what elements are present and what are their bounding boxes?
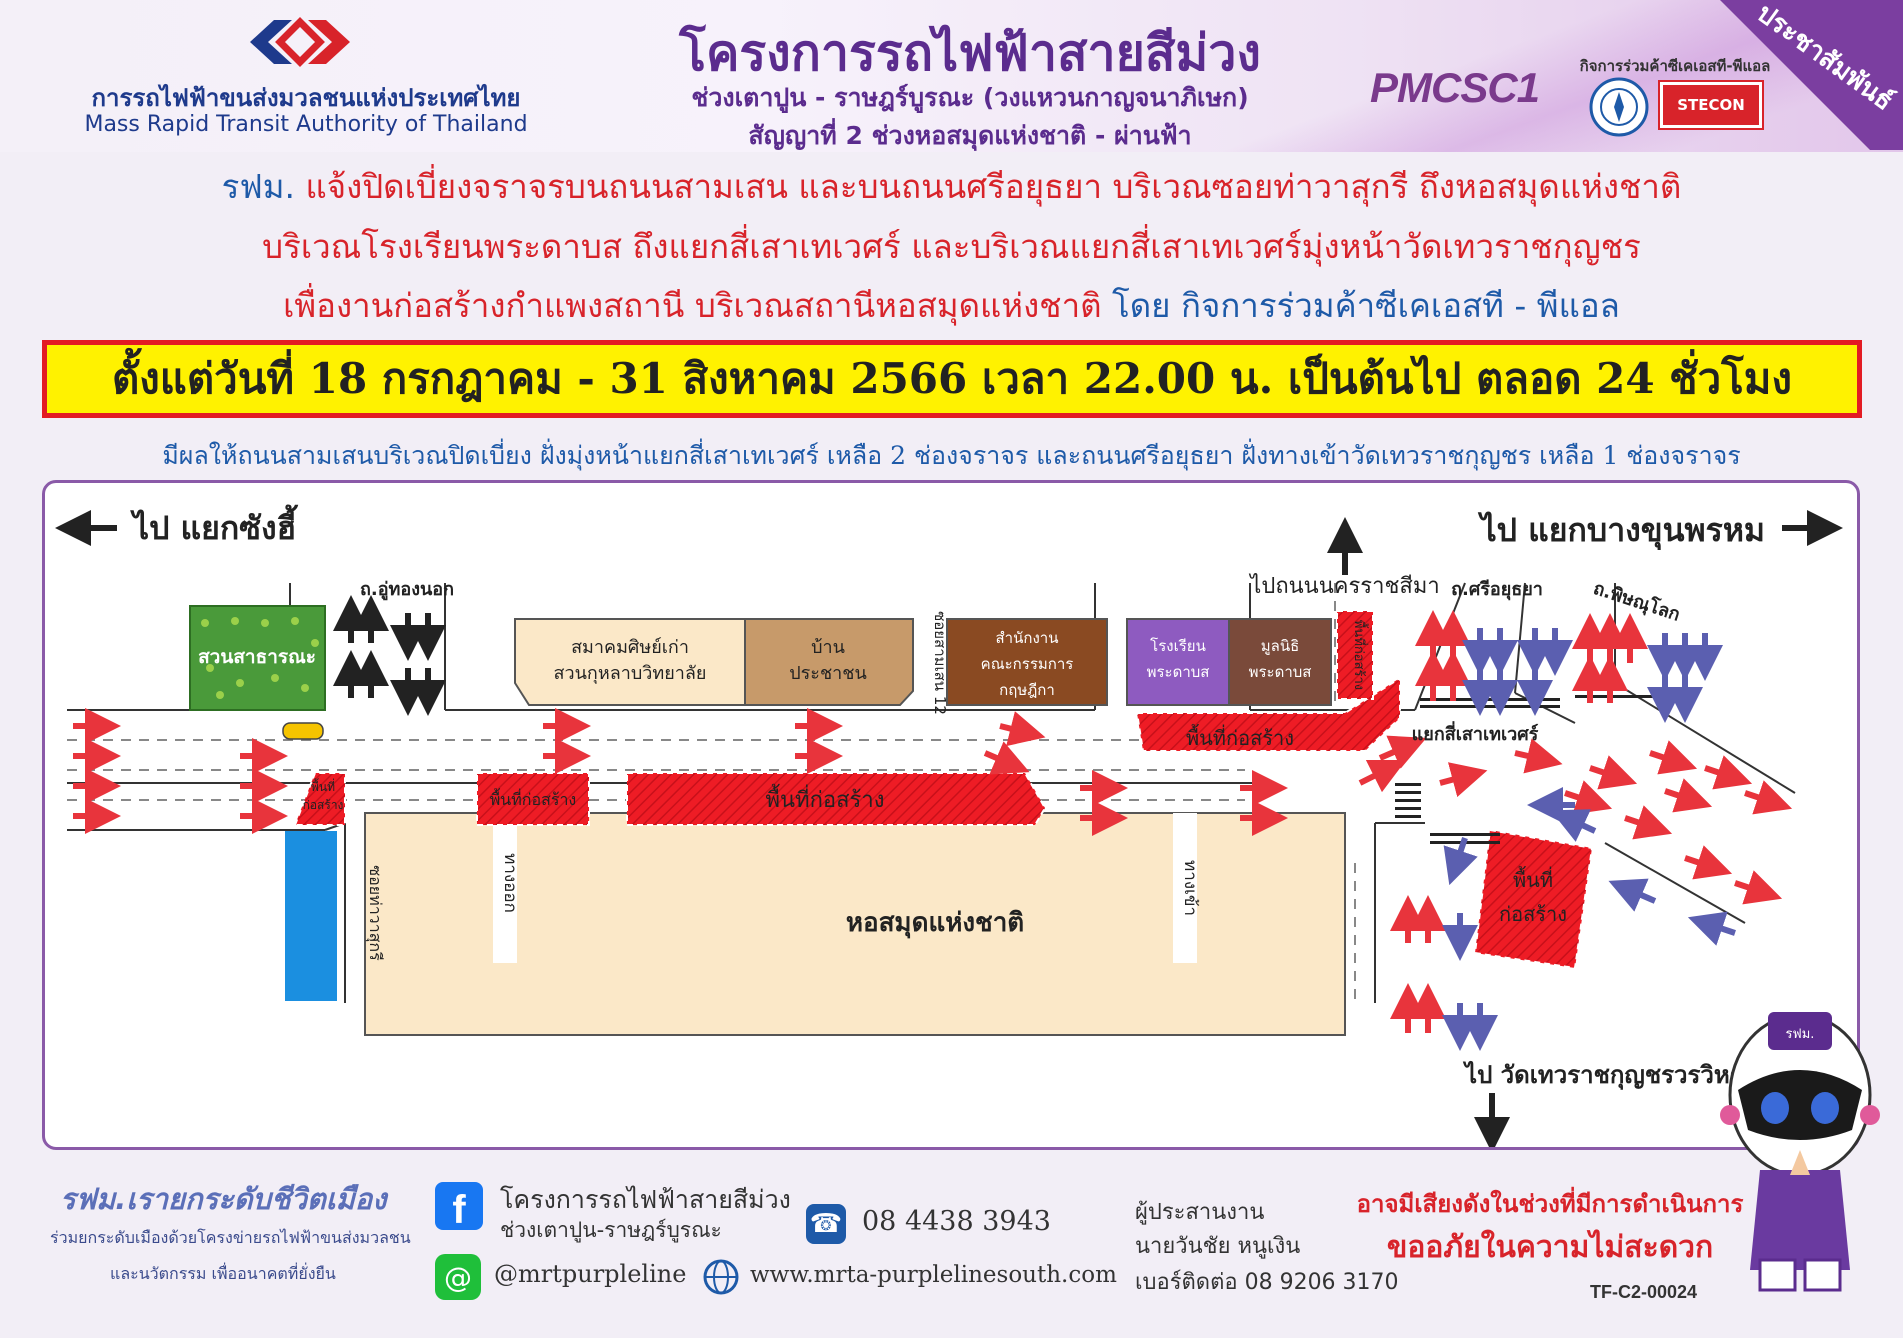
- soi12-label: ซอยสามเสน 12: [931, 611, 949, 715]
- mrta-logo: [250, 17, 350, 67]
- coordinator-name: นายวันชัย หนูเงิน: [1135, 1234, 1301, 1259]
- house-label: บ้าน: [811, 637, 845, 658]
- intersection-label: แยกสี่เสาเทเวศร์: [1412, 721, 1539, 745]
- construction-zone-3: [626, 772, 1047, 826]
- seal-icon: [1589, 77, 1649, 137]
- noise-warning: อาจมีเสียงดังในช่วงที่มีการดำเนินการ: [1356, 1190, 1744, 1218]
- notice-line-3: เพื่องานก่อสร้างกำแพงสถานี บริเวณสถานีหอ…: [0, 279, 1903, 332]
- project-subtitle: ช่วงเตาปูน - ราษฎร์บูรณะ (วงแหวนกาญจนาภิ…: [691, 83, 1249, 112]
- construction-zone-vertical: [1336, 610, 1374, 700]
- coordinator-phone[interactable]: เบอร์ติดต่อ 08 9206 3170: [1135, 1270, 1399, 1295]
- notice-line-1-text: แจ้งปิดเบี่ยงจราจรบนถนนสามเสน และบนถนนศร…: [294, 167, 1682, 206]
- school-block: [1126, 618, 1230, 706]
- house-block: [744, 618, 914, 706]
- foundation-block: [1228, 618, 1332, 706]
- exit-gate: [493, 813, 517, 963]
- office-label-3: กฤษฎีกา: [999, 681, 1055, 699]
- park-block: [189, 605, 326, 711]
- org-name-english: Mass Rapid Transit Authority of Thailand: [84, 112, 528, 137]
- org-name-thai: การรถไฟฟ้าขนส่งมวลชนแห่งประเทศไทย: [91, 84, 521, 112]
- to-sanghee-label: ไป แยกซังฮี้: [130, 504, 299, 547]
- cz-small-label-1: พื้นที่: [311, 778, 335, 794]
- cz-5-label-1: พื้นที่: [1513, 866, 1553, 892]
- park-label: สวนสาธารณะ: [198, 646, 316, 668]
- notice-line-3-text: เพื่องานก่อสร้างกำแพงสถานี บริเวณสถานีหอ…: [283, 286, 1113, 325]
- facebook-icon: f: [435, 1182, 483, 1230]
- alumni-label: สมาคมศิษย์เก่า: [571, 637, 689, 658]
- cz-3-label: พื้นที่ก่อสร้าง: [766, 784, 885, 813]
- joint-venture-label: กิจการร่วมค้าซีเคเอสที-พีแอล: [1579, 57, 1771, 75]
- office-label-2: คณะกรรมการ: [981, 655, 1074, 673]
- slogan-line-2: ร่วมยกระดับเมืองด้วยโครงข่ายรถไฟฟ้าขนส่ง…: [50, 1228, 411, 1247]
- date-range-banner: ตั้งแต่วันที่ 18 กรกฎาคม - 31 สิงหาคม 25…: [42, 340, 1862, 418]
- house-label-2: ประชาชน: [789, 663, 867, 684]
- notice-contractor: โดย กิจการร่วมค้าซีเคเอสที - พีแอล: [1112, 286, 1620, 325]
- stecon-logo: STECON: [1660, 82, 1762, 128]
- soi-tha-label: ซอยท่าวาสุกรี: [365, 865, 385, 961]
- entrance-gate: [1173, 813, 1197, 963]
- red-traffic-arrows: [73, 610, 1793, 1033]
- crosswalks: [1395, 695, 1665, 844]
- black-lane-arrows: [333, 595, 446, 716]
- website-link[interactable]: www.mrta-purplelinesouth.com: [750, 1262, 1117, 1288]
- canal-block: [285, 831, 337, 1001]
- to-bangkhunphrom-label: ไป แยกบางขุนพรหม: [1478, 511, 1765, 551]
- notice-line-2: บริเวณโรงเรียนพระดาบส ถึงแยกสี่เสาเทเวศร…: [262, 227, 1641, 266]
- cz-4-label: พื้นที่ก่อสร้าง: [1186, 724, 1294, 750]
- phitsanulok-road-label: ถ.พิษณุโลก: [1590, 577, 1682, 627]
- notice-agency: รฟม.: [221, 167, 295, 206]
- car-icon: [282, 722, 324, 740]
- construction-zone-2: [476, 772, 590, 826]
- project-contract: สัญญาที่ 2 ช่วงหอสมุดแห่งชาติ - ผ่านฟ้า: [748, 121, 1192, 150]
- cz-2-label: พื้นที่ก่อสร้าง: [490, 788, 576, 809]
- to-wat-label: ไป วัดเทวราชกุญชรวรวิหาร: [1462, 1060, 1756, 1091]
- phone-number[interactable]: 08 4438 3943: [862, 1206, 1051, 1237]
- library-label: หอสมุดแห่งชาติ: [846, 908, 1024, 939]
- mascot-icon: รฟม.: [1720, 1012, 1880, 1292]
- office-label-1: สำนักงาน: [996, 629, 1059, 647]
- cz-small-label-2: ก่อสร้าง: [303, 798, 344, 812]
- apology-text: ขออภัยในความไม่สะดวก: [1386, 1230, 1714, 1265]
- lane-dividers: [67, 583, 1356, 1003]
- construction-zone-4: [1135, 676, 1401, 752]
- uthong-road-label: ถ.อู่ทองนอก: [360, 579, 454, 601]
- cz-5-label-2: ก่อสร้าง: [1499, 902, 1567, 926]
- foundation-label-2: พระดาบส: [1249, 663, 1312, 681]
- construction-zone-5: [1473, 828, 1594, 970]
- construction-zone-small: [293, 772, 346, 826]
- school-label-2: พระดาบส: [1147, 663, 1210, 681]
- facebook-page-name[interactable]: โครงการรถไฟฟ้าสายสีม่วง: [500, 1185, 791, 1214]
- traffic-effect-note: มีผลให้ถนนสามเสนบริเวณปิดเบี่ยง ฝั่งมุ่ง…: [162, 441, 1741, 470]
- coordinator-title: ผู้ประสานงาน: [1135, 1200, 1265, 1225]
- alumni-label-2: สวนกุหลาบวิทยาลัย: [554, 663, 707, 684]
- alumni-block: [514, 618, 746, 706]
- to-nakhonratchasima-label: ไปถนนนครราชสีมา: [1248, 573, 1439, 599]
- pmcsc1-logo: PMCSC1: [1370, 64, 1540, 111]
- phone-icon: ☎: [806, 1204, 846, 1244]
- entrance-label: ทางเข้า: [1180, 860, 1200, 916]
- exit-label: ทางออก: [500, 853, 520, 913]
- office-block: [946, 618, 1108, 706]
- globe-icon: [703, 1259, 739, 1295]
- document-number: TF-C2-00024: [1590, 1282, 1698, 1302]
- cz-vertical-label: พื้นที่ก่อสร้าง: [1351, 620, 1369, 690]
- park-trees: [201, 617, 319, 699]
- line-account[interactable]: @mrtpurpleline: [494, 1260, 687, 1288]
- school-label-1: โรงเรียน: [1150, 637, 1206, 655]
- notice-line-1: รฟม. แจ้งปิดเบี่ยงจราจรบนถนนสามเสน และบน…: [0, 160, 1903, 213]
- blue-traffic-arrows: [1442, 628, 1736, 1051]
- slogan: รฟม.เรายกระดับชีวิตเมือง: [60, 1182, 387, 1216]
- slogan-line-3: และนวัตกรรม เพื่ออนาคตที่ยั่งยืน: [110, 1264, 336, 1283]
- project-title: โครงการรถไฟฟ้าสายสีม่วง: [679, 24, 1261, 82]
- line-icon: @: [435, 1254, 481, 1300]
- traffic-diversion-map: สวนสาธารณะ สมาคมศิษย์เก่า สวนกุหลาบวิทยา…: [55, 504, 1843, 1147]
- sri-ayutthaya-road-label: ถ.ศรีอยุธยา: [1451, 579, 1543, 601]
- mascot-badge: รฟม.: [1786, 1027, 1815, 1042]
- announcement-ribbon: ประชาสัมพันธ์: [1720, 0, 1903, 150]
- facebook-page-subname[interactable]: ช่วงเตาปูน-ราษฎร์บูรณะ: [500, 1218, 722, 1242]
- foundation-label-1: มูลนิธิ: [1261, 637, 1300, 655]
